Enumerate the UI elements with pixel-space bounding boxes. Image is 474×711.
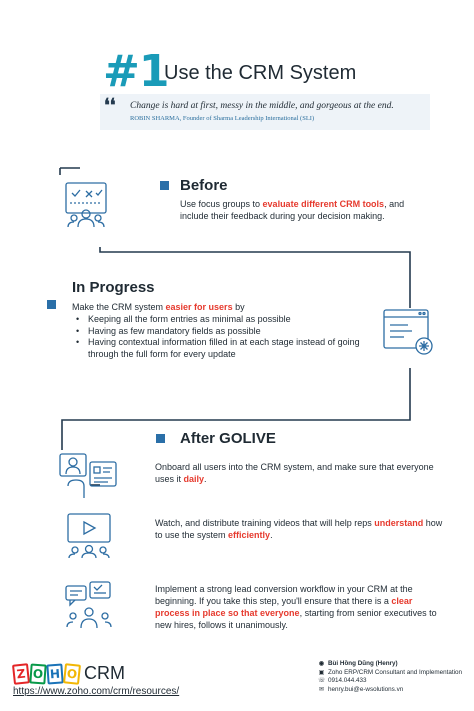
checklist-people-icon bbox=[65, 182, 107, 228]
logo-letter: O bbox=[29, 663, 47, 685]
contact-phone[interactable]: 0914.044.433 bbox=[328, 677, 367, 685]
list-item: Having contextual information filled in … bbox=[76, 337, 376, 360]
in-progress-list: Keeping all the form entries as minimal … bbox=[76, 314, 376, 360]
logo-letter: O bbox=[62, 663, 82, 685]
contact-name: Bùi Hồng Dũng (Henry) bbox=[328, 660, 398, 667]
quote-text: Change is hard at first, messy in the mi… bbox=[130, 101, 394, 111]
quote-box bbox=[100, 94, 430, 130]
logo-letter: Z bbox=[11, 663, 31, 685]
zoho-logo: Z O H O bbox=[11, 663, 82, 686]
list-item: Having as few mandatory fields as possib… bbox=[76, 326, 376, 338]
contact-name-row: ◉ Bùi Hồng Dũng (Henry) bbox=[318, 660, 468, 669]
quote-author: ROBIN SHARMA, Founder of Sharma Leadersh… bbox=[130, 115, 315, 122]
logo-letter: H bbox=[46, 663, 64, 685]
after-golive-heading: After GOLIVE bbox=[180, 430, 276, 447]
in-progress-bullet-icon bbox=[47, 300, 56, 309]
browser-settings-icon bbox=[383, 309, 433, 355]
user-onboarding-icon bbox=[59, 453, 117, 498]
flow-line-segment-3 bbox=[99, 247, 411, 308]
after-golive-text-2: Watch, and distribute training videos th… bbox=[155, 518, 443, 540]
contact-email-row: ✉ henry.bui@e-wsolutions.vn bbox=[318, 686, 468, 695]
contact-role: Zoho ERP/CRM Consultant and Implementati… bbox=[328, 668, 463, 676]
video-training-icon bbox=[67, 513, 111, 559]
page-title: Use the CRM System bbox=[164, 62, 357, 84]
contact-block: ◉ Bùi Hồng Dũng (Henry) ▣ Zoho ERP/CRM C… bbox=[318, 660, 468, 694]
mail-icon: ✉ bbox=[318, 686, 325, 693]
contact-role-row: ▣ Zoho ERP/CRM Consultant and Implementa… bbox=[318, 669, 468, 678]
phone-icon: ☏ bbox=[318, 678, 326, 685]
in-progress-intro: Make the CRM system easier for users by bbox=[72, 302, 245, 312]
resources-link[interactable]: https://www.zoho.com/crm/resources/ bbox=[13, 686, 180, 697]
quote-mark-icon: ❛❛ bbox=[104, 95, 116, 116]
after-golive-bullet-icon bbox=[156, 434, 165, 443]
contact-phone-row: ☏ 0914.044.433 bbox=[318, 677, 468, 686]
workflow-chat-icon bbox=[65, 581, 112, 629]
section-number: #1 bbox=[103, 46, 169, 97]
before-text: Use focus groups to evaluate different C… bbox=[180, 199, 405, 221]
after-golive-text-3: Implement a strong lead conversion workf… bbox=[155, 584, 437, 630]
logo-crm-word: CRM bbox=[84, 663, 125, 683]
flow-line-segment-4 bbox=[61, 368, 411, 450]
list-item: Keeping all the form entries as minimal … bbox=[76, 314, 376, 326]
contact-email[interactable]: henry.bui@e-wsolutions.vn bbox=[328, 685, 404, 693]
briefcase-icon: ▣ bbox=[318, 669, 325, 676]
before-bullet-icon bbox=[160, 181, 169, 190]
user-icon: ◉ bbox=[318, 661, 325, 667]
after-golive-text-1: Onboard all users into the CRM system, a… bbox=[155, 462, 434, 484]
before-heading: Before bbox=[180, 177, 228, 194]
in-progress-heading: In Progress bbox=[72, 279, 155, 296]
